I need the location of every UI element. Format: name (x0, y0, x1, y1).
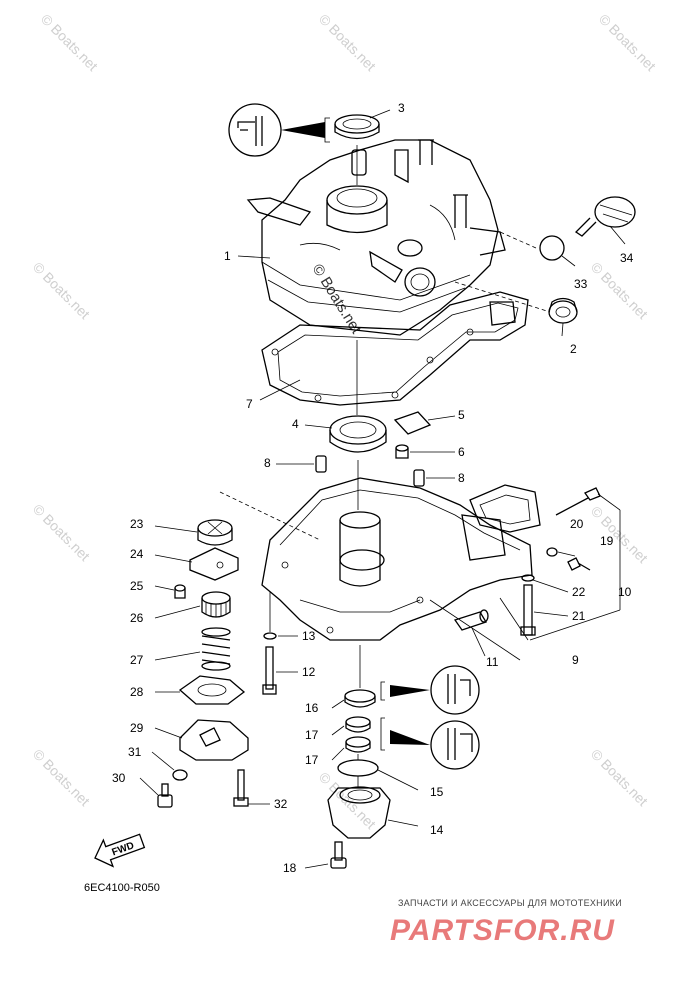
part-18-bolt (330, 841, 347, 869)
watermark: © Boats.net (316, 769, 379, 832)
part-22-washer (521, 574, 535, 582)
callout-21: 21 (572, 609, 586, 623)
callout-1: 1 (224, 249, 231, 263)
part-15-o-ring (337, 759, 379, 777)
leader-lines (139, 109, 626, 869)
part-20-washer (546, 547, 558, 557)
part-4-bearing (329, 415, 387, 453)
part-33-o-ring (539, 235, 565, 261)
callout-2: 2 (570, 342, 577, 356)
callout-16: 16 (305, 701, 319, 715)
callout-26: 26 (130, 611, 144, 625)
part-19-screw (567, 557, 591, 571)
part-11-fitting (453, 609, 489, 631)
part-5-plate (393, 411, 432, 435)
seal-detail-16 (380, 665, 480, 715)
part-6-bolt (395, 444, 409, 459)
callout-31: 31 (128, 745, 142, 759)
part-13-washer (263, 632, 277, 640)
callout-17a: 17 (305, 728, 319, 742)
callout-33: 33 (574, 277, 588, 291)
callout-7: 7 (246, 397, 253, 411)
watermark: © Boats.net (588, 259, 651, 322)
assembly-lines (219, 145, 621, 788)
callout-27: 27 (130, 653, 144, 667)
callout-29: 29 (130, 721, 144, 735)
diagram-code: 6EC4100-R050 (84, 882, 160, 894)
callout-15: 15 (430, 785, 444, 799)
part-8-dowel-left (315, 455, 327, 473)
callout-18: 18 (283, 861, 297, 875)
part-26-strainer (201, 591, 231, 618)
callout-6: 6 (458, 445, 465, 459)
part-29-housing (179, 719, 249, 761)
part-12-bolt (262, 646, 277, 695)
part-23-cap (197, 519, 233, 546)
watermark: © Boats.net (30, 501, 93, 564)
part-25-screw (174, 584, 186, 599)
callout-10: 10 (618, 585, 632, 599)
callout-32: 32 (274, 797, 288, 811)
part-32-bolt (233, 769, 249, 807)
callout-4: 4 (292, 417, 299, 431)
brand-name: PARTSFOR.RU (390, 914, 615, 947)
watermark: © Boats.net (596, 11, 659, 74)
part-31-washer (172, 769, 188, 781)
part-21-bolt (520, 584, 536, 636)
callout-3: 3 (398, 101, 405, 115)
callout-20: 20 (570, 517, 584, 531)
callout-28: 28 (130, 685, 144, 699)
watermark: © Boats.net (38, 11, 101, 74)
part-7-gasket (261, 291, 529, 406)
part-30-bolt (157, 783, 173, 808)
part-34-drain-plug (574, 196, 636, 237)
callout-34: 34 (620, 251, 634, 265)
callout-13: 13 (302, 629, 316, 643)
part-9-crankcase (261, 477, 541, 641)
watermark-layer: © Boats.net © Boats.net © Boats.net © Bo… (30, 11, 659, 832)
callouts: 1 2 3 4 5 6 7 8 8 9 10 11 12 13 14 15 16… (112, 101, 634, 875)
seal-detail-17 (380, 717, 480, 770)
callout-30: 30 (112, 771, 126, 785)
part-14-housing (327, 786, 391, 839)
callout-8a: 8 (264, 456, 271, 470)
seal-detail-magnifier (228, 103, 330, 157)
part-10-bolt (555, 487, 601, 516)
callout-17b: 17 (305, 753, 319, 767)
part-8-dowel-right (413, 469, 425, 487)
part-3-oil-seal (334, 114, 380, 140)
part-17-oil-seal-lower (345, 736, 371, 753)
callout-14: 14 (430, 823, 444, 837)
part-27-spring (201, 627, 231, 671)
watermark: © Boats.net (30, 746, 93, 809)
part-24-plate (189, 547, 239, 581)
watermark: © Boats.net (588, 746, 651, 809)
part-2-grommet (548, 297, 578, 324)
part-1-cylinder-block (246, 139, 506, 336)
watermark: © Boats.net (588, 503, 651, 566)
callout-22: 22 (572, 585, 586, 599)
brand-logo: ЗАПЧАСТИ И АКСЕССУАРЫ ДЛЯ МОТОТЕХНИКИ PA… (390, 898, 622, 947)
part-28-gasket (178, 675, 246, 705)
callout-9: 9 (572, 653, 579, 667)
part-16-oil-seal (344, 689, 376, 708)
callout-8b: 8 (458, 471, 465, 485)
callout-5: 5 (458, 408, 465, 422)
callout-24: 24 (130, 547, 144, 561)
brand-tagline: ЗАПЧАСТИ И АКСЕССУАРЫ ДЛЯ МОТОТЕХНИКИ (398, 898, 622, 908)
callout-11: 11 (486, 655, 499, 669)
watermark: © Boats.net (316, 11, 379, 74)
part-17-oil-seal-upper (345, 716, 371, 733)
watermark: © Boats.net (30, 259, 93, 322)
fwd-arrow: FWD (94, 833, 146, 868)
callout-25: 25 (130, 579, 144, 593)
callout-19: 19 (600, 534, 614, 548)
callout-12: 12 (302, 665, 316, 679)
callout-23: 23 (130, 517, 144, 531)
